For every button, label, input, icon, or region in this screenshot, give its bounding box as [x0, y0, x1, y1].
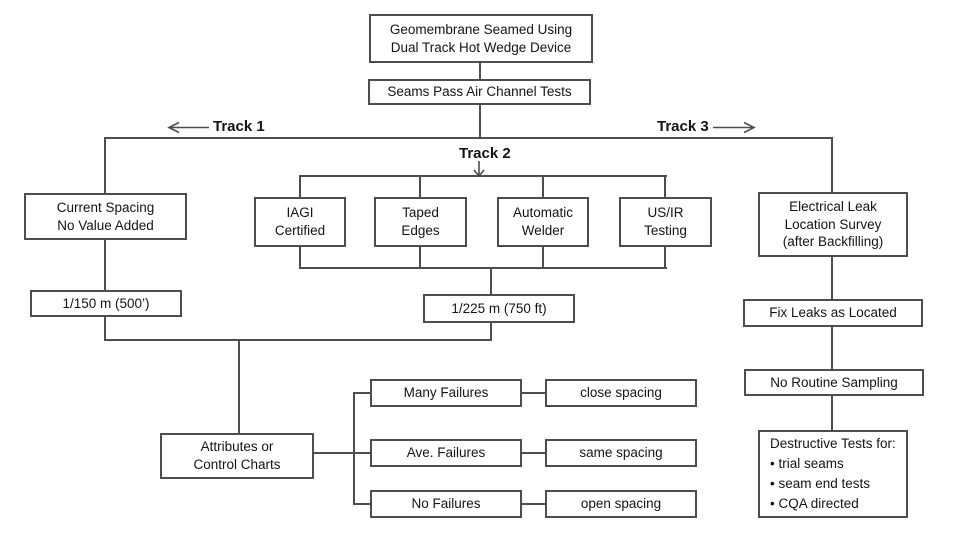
connector-line	[522, 392, 545, 394]
node-iagi-certified: IAGI Certified	[254, 197, 346, 247]
node-taped-edges: Taped Edges	[374, 197, 467, 247]
node-usir-testing: US/IR Testing	[619, 197, 712, 247]
node-geomembrane-device: Geomembrane Seamed Using Dual Track Hot …	[369, 14, 593, 63]
node-electrical-leak-survey: Electrical Leak Location Survey (after B…	[758, 192, 908, 257]
node-many-failures: Many Failures	[370, 379, 522, 407]
connector-line	[831, 396, 833, 430]
connector-line	[490, 267, 492, 294]
connector-line	[522, 503, 545, 505]
node-same-spacing: same spacing	[545, 439, 697, 467]
connector-line	[314, 452, 370, 454]
track1-arrow-icon	[167, 121, 209, 134]
node-current-spacing: Current Spacing No Value Added	[24, 193, 187, 240]
track1-label: Track 1	[213, 118, 265, 135]
connector-line	[299, 267, 667, 269]
connector-line	[299, 175, 667, 177]
connector-line	[664, 175, 666, 198]
node-ave-failures: Ave. Failures	[370, 439, 522, 467]
track3-arrow-icon	[713, 121, 756, 134]
connector-line	[831, 327, 833, 369]
connector-line	[353, 503, 370, 505]
node-attributes-control-charts: Attributes or Control Charts	[160, 433, 314, 479]
node-spacing-1-225: 1/225 m (750 ft)	[423, 294, 575, 323]
connector-line	[353, 392, 370, 394]
node-fix-leaks: Fix Leaks as Located	[743, 299, 923, 327]
connector-line	[831, 137, 833, 193]
node-close-spacing: close spacing	[545, 379, 697, 407]
connector-line	[104, 339, 492, 341]
connector-line	[104, 137, 833, 139]
connector-line	[542, 247, 544, 269]
node-spacing-1-150: 1/150 m (500’)	[30, 290, 182, 317]
connector-line	[490, 323, 492, 341]
connector-line	[238, 339, 240, 434]
connector-line	[104, 240, 106, 290]
connector-line	[419, 175, 421, 198]
connector-line	[104, 137, 106, 194]
track2-arrow-icon	[473, 161, 485, 178]
connector-line	[299, 247, 301, 269]
connector-line	[522, 452, 545, 454]
node-open-spacing: open spacing	[545, 490, 697, 518]
connector-line	[353, 392, 355, 505]
node-no-failures: No Failures	[370, 490, 522, 518]
connector-line	[479, 63, 481, 80]
node-seams-pass-air-tests: Seams Pass Air Channel Tests	[368, 79, 591, 105]
track2-label: Track 2	[459, 145, 511, 162]
node-destructive-tests: Destructive Tests for: • trial seams • s…	[758, 430, 908, 518]
connector-line	[831, 257, 833, 299]
connector-line	[664, 247, 666, 269]
connector-line	[104, 317, 106, 341]
connector-line	[299, 175, 301, 198]
connector-line	[479, 104, 481, 138]
connector-line	[542, 175, 544, 198]
node-automatic-welder: Automatic Welder	[497, 197, 589, 247]
track3-label: Track 3	[657, 118, 709, 135]
node-no-routine-sampling: No Routine Sampling	[744, 369, 924, 396]
connector-line	[419, 247, 421, 269]
